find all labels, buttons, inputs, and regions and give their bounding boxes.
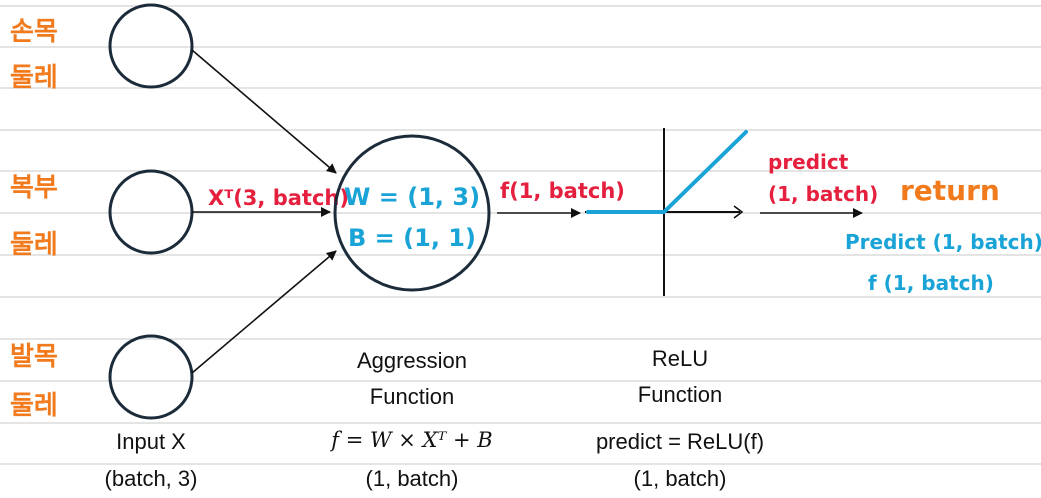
caption-relu-shape: (1, batch) <box>634 466 727 491</box>
caption-aggregation-formula: f = W × Xᵀ + B <box>329 428 492 452</box>
relu-curve <box>586 130 748 214</box>
input-label-1-line1: 손목 <box>10 17 58 47</box>
input-labels: 손목 둘레 복부 둘레 발목 둘레 <box>10 17 58 421</box>
return-line-predict: Predict (1, batch) <box>845 230 1041 254</box>
weight-shape-text: W = (1, 3) <box>344 183 480 211</box>
return-line-f: f (1, batch) <box>868 271 994 295</box>
edge-input1-to-aggregation <box>191 49 337 174</box>
caption-aggregation-title1: Aggression <box>357 348 467 373</box>
return-title: return <box>900 174 1000 207</box>
relu-plot <box>585 128 748 296</box>
caption-aggregation-title2: Function <box>370 384 454 409</box>
edge-input3-to-aggregation <box>191 250 337 374</box>
bias-shape-text: B = (1, 1) <box>348 224 476 252</box>
caption-relu-title1: ReLU <box>652 346 708 371</box>
input-label-2-line2: 둘레 <box>10 230 58 260</box>
edge-label-xt: Xᵀ(3, batch) <box>208 186 349 210</box>
input-node-3 <box>108 334 194 420</box>
input-label-3-line1: 발목 <box>10 342 58 372</box>
input-node-2 <box>108 169 194 255</box>
caption-input-title: Input X <box>116 429 186 454</box>
caption-relu-title2: Function <box>638 382 722 407</box>
output-label-shape: (1, batch) <box>768 182 878 206</box>
input-node-1 <box>108 3 194 89</box>
caption-aggregation-shape: (1, batch) <box>366 466 459 491</box>
relu-x-axis-arrow <box>733 205 744 219</box>
aggregation-node <box>333 134 491 292</box>
input-label-3-line2: 둘레 <box>10 391 58 421</box>
edge-label-f: f(1, batch) <box>500 179 625 203</box>
input-label-2-line1: 복부 <box>10 173 58 203</box>
caption-relu-formula: predict = ReLU(f) <box>596 429 764 454</box>
output-label-predict: predict <box>768 150 849 174</box>
input-label-1-line2: 둘레 <box>10 63 58 93</box>
caption-input-shape: (batch, 3) <box>105 466 198 491</box>
